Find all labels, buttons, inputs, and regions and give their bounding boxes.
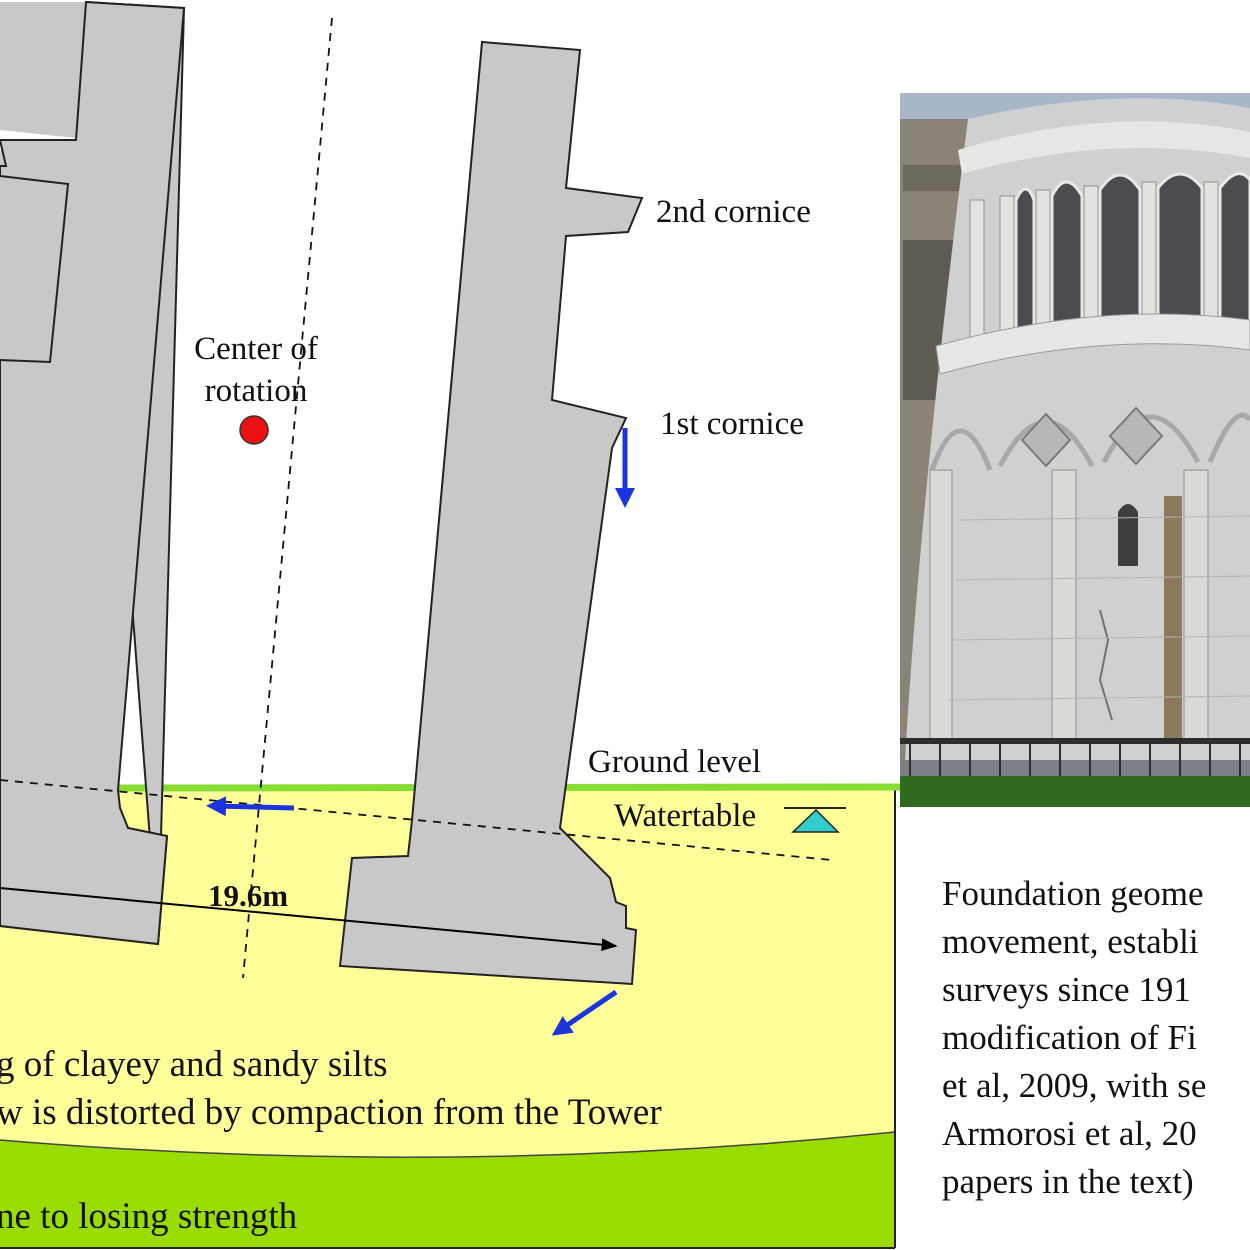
soil-lower-layer: [0, 1132, 895, 1248]
caption-line-7: papers in the text): [942, 1162, 1194, 1201]
left-arrow-icon: [206, 796, 295, 817]
rotation-axis-line: [242, 17, 333, 979]
caption-line-2: movement, establi: [942, 922, 1199, 961]
original-base-line: [0, 779, 833, 861]
caption-line-3: surveys since 191: [942, 970, 1191, 1009]
tower-photo: [900, 93, 1250, 807]
tower-right-body: [338, 40, 644, 986]
center-of-rotation-label-2: rotation: [205, 373, 308, 409]
second-cornice-label: 2nd cornice: [656, 194, 811, 230]
soil-description-line-1: g of clayey and sandy silts: [0, 1044, 388, 1085]
caption-line-6: Armorosi et al, 20: [942, 1114, 1197, 1153]
soil-description-line-2: w is distorted by compaction from the To…: [0, 1092, 662, 1133]
watertable-label: Watertable: [614, 798, 756, 834]
soil-upper-layer: [0, 788, 895, 1248]
figure-caption: Foundation geome movement, establi surve…: [942, 870, 1250, 1206]
downleft-arrow-icon: [551, 989, 618, 1036]
dimension-arrow: [0, 887, 618, 952]
caption-line-5: et al, 2009, with se: [942, 1066, 1207, 1105]
tower-left-body: [0, 0, 186, 946]
center-of-rotation-label-1: Center of: [194, 331, 318, 367]
watertable-triangle-icon: [791, 808, 840, 833]
caption-line-4: modification of Fi: [942, 1018, 1197, 1057]
first-cornice-label: 1st cornice: [660, 406, 804, 442]
layer-boundary: [0, 1131, 896, 1158]
clay-layer-label: ne to losing strength: [0, 1196, 298, 1237]
dimension-label: 19.6m: [208, 878, 288, 913]
center-of-rotation-dot: [239, 415, 269, 445]
caption-line-1: Foundation geome: [942, 874, 1204, 913]
ground-level-label: Ground level: [588, 744, 761, 780]
